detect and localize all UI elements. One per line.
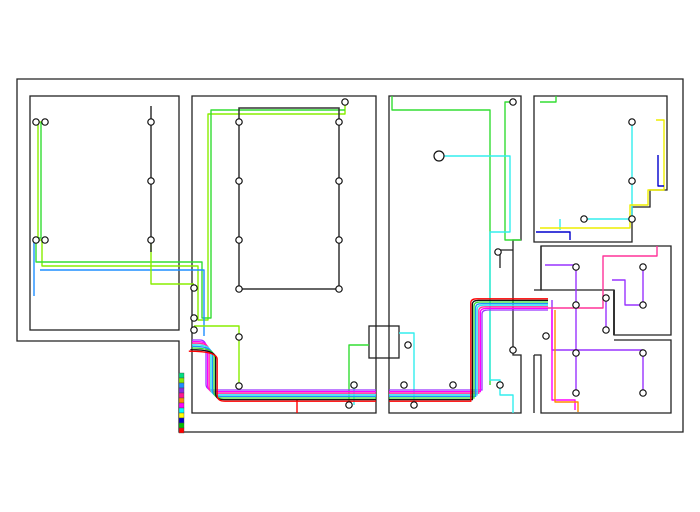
- light-fixture: [639, 263, 647, 271]
- wire-purple-se: [545, 264, 644, 393]
- wire-cyan-ne: [559, 122, 633, 230]
- light-fixture: [190, 314, 198, 322]
- light-fixture: [572, 349, 580, 357]
- light-fixture: [190, 326, 198, 334]
- light-fixture: [496, 381, 504, 389]
- light-fixture: [41, 236, 49, 244]
- wiring: [33, 96, 665, 413]
- light-fixture: [235, 333, 243, 341]
- light-fixture: [235, 236, 243, 244]
- room-northeast: [533, 95, 668, 243]
- light-fixture: [345, 401, 353, 409]
- legend-swatch: [178, 392, 185, 399]
- light-fixture: [449, 381, 457, 389]
- light-fixture: [639, 389, 647, 397]
- legend-swatch: [178, 412, 185, 419]
- wire-orange-se: [554, 310, 579, 412]
- light-fixture: [628, 215, 636, 223]
- legend-swatch: [178, 417, 185, 424]
- bundle-wire: [190, 299, 548, 401]
- wire-lime-west: [37, 102, 346, 321]
- legend-swatch: [178, 427, 185, 434]
- room-southeast: [533, 246, 672, 414]
- light-fixture: [32, 118, 40, 126]
- wire-green-center: [391, 96, 521, 385]
- light-fixture: [494, 248, 502, 256]
- outer-wall: [16, 78, 684, 433]
- legend-swatch: [178, 382, 185, 389]
- room-west: [29, 95, 180, 331]
- light-fixture: [572, 301, 580, 309]
- wire-bundle: [188, 298, 548, 402]
- light-fixture: [335, 236, 343, 244]
- wire-pink-se: [548, 246, 658, 309]
- wire-cyan-center: [353, 155, 514, 413]
- light-fixture: [335, 177, 343, 185]
- lighting-track: [238, 107, 340, 290]
- light-fixture: [602, 294, 610, 302]
- central-column: [368, 325, 400, 359]
- legend-swatch: [178, 407, 185, 414]
- partition-stub: [499, 249, 513, 268]
- ceiling-fixture-large: [433, 150, 445, 162]
- light-fixture: [41, 118, 49, 126]
- legend-swatch: [178, 397, 185, 404]
- bundle-wire: [188, 298, 548, 402]
- color-legend: [178, 372, 185, 434]
- light-fixture: [628, 177, 636, 185]
- bundle-wire: [192, 307, 548, 393]
- wire-green-ne: [540, 96, 557, 103]
- fixtures: [32, 98, 647, 409]
- light-fixture: [32, 236, 40, 244]
- bundle-wire: [192, 302, 548, 398]
- light-fixture: [335, 118, 343, 126]
- light-fixture: [572, 389, 580, 397]
- light-fixture: [542, 332, 550, 340]
- walls: [16, 78, 684, 433]
- wire-blue-ne: [536, 155, 664, 240]
- legend-swatch: [178, 402, 185, 409]
- wire-lime-north: [150, 240, 240, 386]
- wire-yellow-ne: [540, 119, 665, 229]
- legend-swatch: [178, 377, 185, 384]
- room-main: [191, 95, 377, 414]
- light-fixture: [410, 401, 418, 409]
- legend-swatch: [178, 387, 185, 394]
- light-fixture: [235, 118, 243, 126]
- light-fixture: [628, 118, 636, 126]
- light-fixture: [639, 349, 647, 357]
- bundle-wire: [192, 309, 548, 391]
- light-fixture: [404, 341, 412, 349]
- legend-swatch: [178, 372, 185, 379]
- room-center: [388, 95, 522, 414]
- wire-green-column: [348, 344, 369, 405]
- legend-swatch: [178, 422, 185, 429]
- light-fixture: [580, 215, 588, 223]
- light-fixture: [190, 284, 198, 292]
- wire-green-west: [35, 109, 345, 319]
- light-fixture: [602, 326, 610, 334]
- bundle-wire: [191, 301, 548, 399]
- wire-blue-west: [33, 240, 205, 336]
- light-fixture: [341, 98, 349, 106]
- light-fixture: [400, 381, 408, 389]
- light-fixture: [147, 177, 155, 185]
- light-fixture: [147, 236, 155, 244]
- light-fixture: [235, 382, 243, 390]
- light-fixture: [572, 263, 580, 271]
- light-fixture: [509, 98, 517, 106]
- wire-magenta-se: [551, 310, 576, 410]
- light-fixture: [335, 285, 343, 293]
- light-fixture: [509, 346, 517, 354]
- light-fixture: [350, 381, 358, 389]
- bundle-wire: [192, 304, 548, 396]
- light-fixture: [235, 177, 243, 185]
- light-fixture: [235, 285, 243, 293]
- light-fixture: [147, 118, 155, 126]
- light-fixture: [639, 301, 647, 309]
